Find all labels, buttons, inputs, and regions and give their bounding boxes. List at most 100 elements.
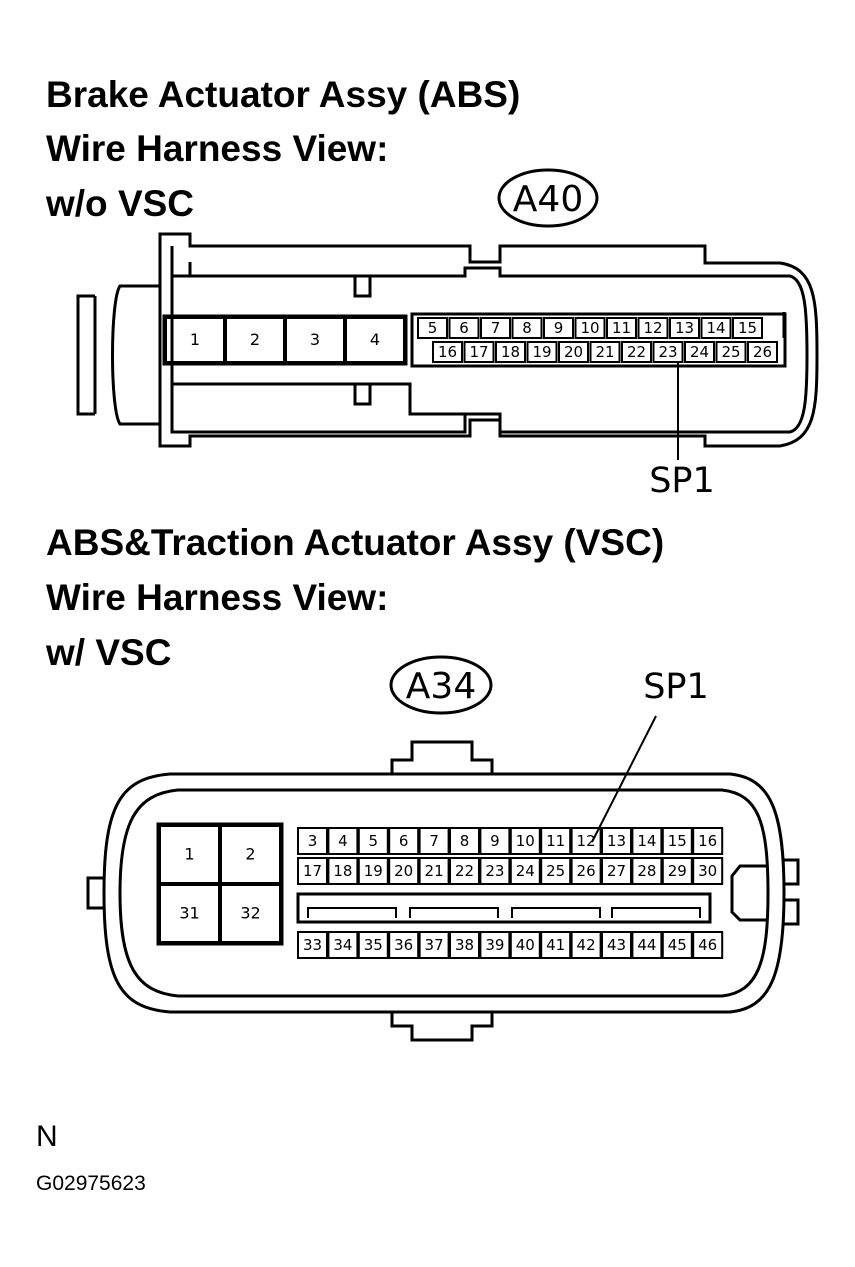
a34-pin-22-cell: [449, 857, 480, 885]
a34-connector: [86, 655, 800, 1042]
a34-pin-35-cell: [357, 931, 389, 959]
a40-pin-26-cell: [747, 341, 778, 363]
a34-pin-13: 13: [607, 832, 626, 850]
a40-pin-10-cell: [574, 317, 606, 339]
a34-pin-24-cell: [509, 857, 541, 885]
a34-pin-23-cell: [479, 857, 511, 885]
a34-pin-40: 40: [516, 936, 535, 954]
a40-rails: [188, 262, 412, 406]
a40-pin-24-cell: [684, 341, 715, 363]
a40-pin-11-cell: [606, 317, 637, 339]
a34-pin-32: 32: [240, 904, 260, 923]
a34-housing-inner: [118, 788, 770, 998]
a34-pin-19: 19: [364, 862, 383, 880]
a40-pin-16-cell: [432, 341, 463, 363]
a34-pin-5: 5: [369, 832, 379, 850]
a34-pin-42-cell: [570, 931, 602, 959]
a34-pin-11-cell: [540, 827, 572, 855]
a40-pin-22: 22: [627, 343, 646, 361]
a34-pin-30: 30: [698, 862, 717, 880]
a40-pin-17-cell: [463, 341, 495, 363]
a40-pin-25: 25: [721, 343, 740, 361]
a34-pin-6: 6: [399, 832, 409, 850]
a34-pin-16-cell: [692, 827, 724, 855]
a40-housing-outer: [158, 232, 819, 448]
a34-pin-7: 7: [429, 832, 439, 850]
a40-pin-21: 21: [595, 343, 614, 361]
a40-pin-5-cell: [417, 317, 448, 339]
a40-pin-19-cell: [526, 341, 558, 363]
a34-pin-12-cell: [570, 827, 602, 855]
a34-pin-19-cell: [357, 857, 389, 885]
a34-pin-39: 39: [485, 936, 504, 954]
a40-pin-4: 4: [370, 330, 380, 349]
a40-pin-14: 14: [706, 319, 725, 337]
a34-slot-keys: [307, 907, 701, 918]
a34-pin-10-cell: [509, 827, 541, 855]
a40-pin-13: 13: [675, 319, 694, 337]
a34-pin-10: 10: [516, 832, 535, 850]
a34-pin-31: 31: [179, 904, 199, 923]
a40-pin-1-cell: [165, 317, 225, 363]
a34-pin-25: 25: [546, 862, 565, 880]
a40-pin-1: 1: [190, 330, 200, 349]
a34-pin-1-cell: [159, 825, 220, 884]
a34-pin-7-cell: [418, 827, 450, 855]
a34-pin-45-cell: [661, 931, 693, 959]
a34-pin-8: 8: [460, 832, 470, 850]
a34-pin-23: 23: [485, 862, 504, 880]
a34-pin-6-cell: [388, 827, 420, 855]
a34-pin-40-cell: [509, 931, 541, 959]
a40-large-pin-block: [162, 314, 408, 366]
a34-large-pin-block: [156, 822, 284, 946]
a34-pin-44: 44: [637, 936, 656, 954]
a40-pin-18-cell: [495, 341, 526, 363]
a40-pin-23: 23: [658, 343, 677, 361]
abs-title: Brake Actuator Assy (ABS): [46, 74, 521, 115]
a40-pin-10: 10: [580, 319, 599, 337]
vsc-view-label: Wire Harness View:: [46, 577, 389, 618]
a34-pin-16: 16: [698, 832, 717, 850]
a34-pin-44-cell: [631, 931, 663, 959]
a34-pin-27-cell: [601, 857, 632, 885]
a34-pin-33-cell: [297, 931, 328, 959]
a34-sp1-leader: [591, 715, 657, 843]
a40-id-oval: [497, 168, 599, 228]
a34-pin-22: 22: [455, 862, 474, 880]
a34-pin-12: 12: [577, 832, 596, 850]
a40-pin-24: 24: [690, 343, 709, 361]
a40-pin-12-cell: [637, 317, 669, 339]
a34-pin-37-cell: [418, 931, 450, 959]
a40-small-pin-block: [410, 312, 787, 368]
a34-left-tab: [86, 876, 104, 910]
a34-top-tab: [390, 740, 494, 774]
a34-pin-36: 36: [394, 936, 413, 954]
a34-pin-46-cell: [692, 931, 724, 959]
a34-pin-34: 34: [333, 936, 352, 954]
a34-pin-1: 1: [184, 845, 194, 864]
a40-pin-4-cell: [345, 317, 405, 363]
a34-pin-8-cell: [449, 827, 480, 855]
a40-pin-16: 16: [438, 343, 457, 361]
a34-right-tabs: [784, 858, 800, 926]
a34-pin-31-cell: [159, 884, 220, 943]
a34-bottom-tab: [390, 1012, 494, 1042]
a34-pin-20: 20: [394, 862, 413, 880]
a40-latch: [111, 284, 160, 426]
a34-pin-4: 4: [338, 832, 348, 850]
a34-pin-29: 29: [668, 862, 687, 880]
a40-pin-2: 2: [250, 330, 260, 349]
a34-pin-29-cell: [661, 857, 693, 885]
a40-pin-13-cell: [669, 317, 700, 339]
a34-pin-20-cell: [388, 857, 420, 885]
a34-connector-id: A34: [406, 666, 476, 707]
a40-pin-2-cell: [225, 317, 285, 363]
a40-pin-14-cell: [700, 317, 732, 339]
a34-pin-3-cell: [297, 827, 328, 855]
a40-pin-21-cell: [589, 341, 621, 363]
a34-id-oval: [389, 655, 493, 715]
a34-pin-4-cell: [327, 827, 359, 855]
